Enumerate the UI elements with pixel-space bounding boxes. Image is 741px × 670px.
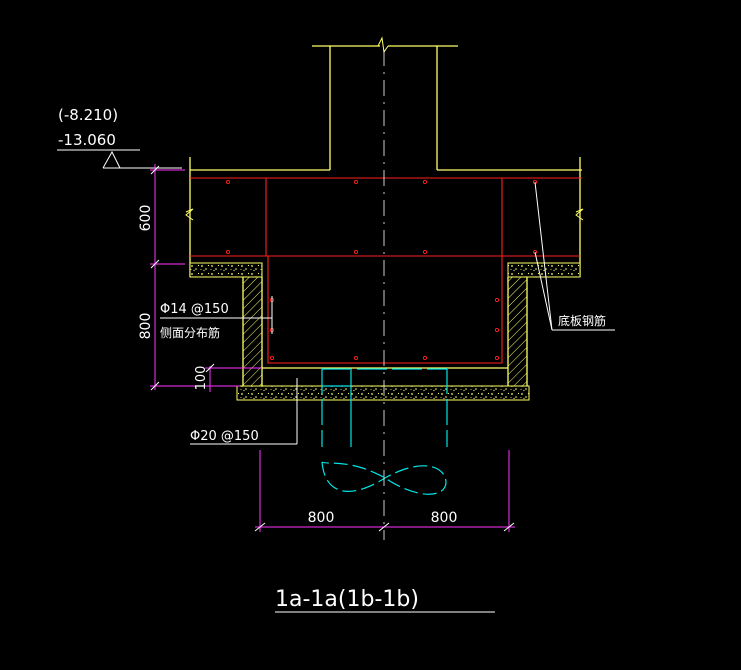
rebar-side-label-text: 侧面分布筋: [160, 325, 220, 340]
elevation-mark: [57, 149, 182, 169]
dim-vertical-middle-text: 800: [138, 313, 154, 340]
gravel-layer-right: [507, 262, 581, 278]
vertical-dimension-lines: [150, 164, 262, 392]
rebar-base-label-text: 底板钢筋: [558, 313, 606, 328]
section-title: 1a-1a(1b-1b): [275, 587, 419, 612]
dim-horizontal-left-text: 800: [308, 510, 335, 526]
leader-lines: [160, 181, 615, 445]
gravel-layer-left: [189, 262, 263, 278]
horizontal-dimension-lines: [254, 450, 515, 532]
rebar-side-spec-text: Φ14 @150: [160, 302, 229, 317]
dim-horizontal-right-text: 800: [431, 510, 458, 526]
pile-dashed: [321, 368, 448, 495]
elevation-lower-text: -13.060: [58, 131, 116, 149]
rebar-cage: [190, 177, 582, 364]
hatched-wall-left: [242, 276, 263, 387]
elevation-upper-text: (-8.210): [58, 106, 118, 124]
rebar-dots: [225, 179, 538, 361]
dim-vertical-bottom-text: 100: [194, 366, 209, 391]
gravel-bottom-layer: [236, 385, 530, 401]
rebar-bottom-spec-text: Φ20 @150: [190, 429, 259, 444]
hatched-wall-right: [507, 276, 528, 387]
dim-vertical-top-text: 600: [138, 205, 154, 232]
column-outline: [312, 36, 458, 170]
